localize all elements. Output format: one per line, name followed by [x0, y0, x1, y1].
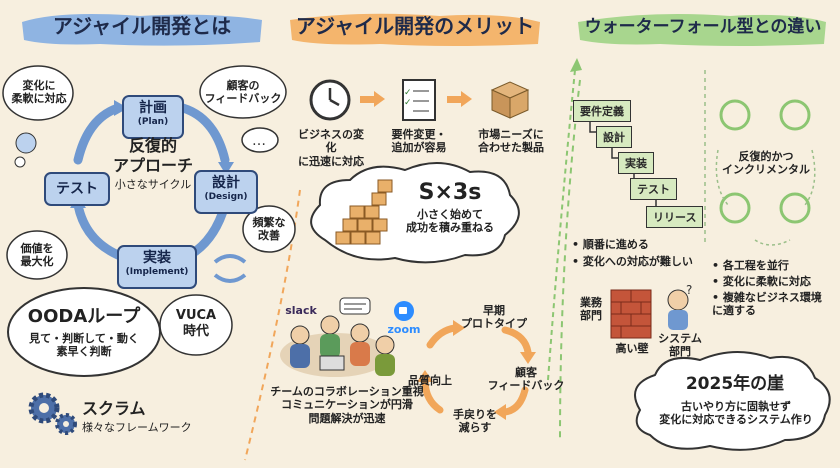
header-waterfall: ウォーターフォール型との違い — [584, 16, 822, 37]
scrum-title: スクラム — [82, 399, 146, 418]
wall-label: 高い壁 — [615, 342, 649, 355]
step-design-label: 設計 — [212, 175, 240, 191]
clock-icon — [309, 79, 351, 121]
wf-point-2-text: 変化への対応が難しい — [582, 255, 693, 268]
wf-point-1: • 順番に進める — [572, 238, 649, 251]
ooda-title: OODAループ — [27, 306, 141, 327]
step-implement-label: 実装 — [143, 250, 171, 266]
checklist-icon: ✓✓ — [402, 79, 436, 121]
brick-wall — [610, 289, 652, 339]
scrum-desc: 様々なフレームワーク — [82, 421, 192, 434]
bubble-vuca: VUCA 時代 — [175, 308, 217, 339]
svg-text:✓: ✓ — [404, 98, 412, 108]
box-icon — [490, 81, 530, 119]
green-cycles — [719, 99, 811, 224]
bubble-feedback: 顧客の フィードバック — [204, 79, 282, 106]
agile-desc: 反復的かつ インクリメンタル — [722, 150, 810, 177]
zoom-logo: zoom — [387, 323, 421, 336]
merit-item-change: 要件変更・ 追加が容易 — [391, 128, 447, 155]
ooda-desc: 見て・判断して・動く 素早く判断 — [29, 332, 139, 359]
agile-point-1-text: 各工程を並行 — [722, 259, 789, 272]
wf-point-2: • 変化への対応が難しい — [572, 255, 693, 268]
wf-step-release: リリース — [646, 206, 704, 228]
step-design: 設計 (Design) — [194, 170, 258, 214]
agile-point-2: • 変化に柔軟に対応 — [712, 275, 811, 288]
svg-text:?: ? — [686, 283, 692, 297]
merit-item-market: 市場ニーズに 合わせた製品 — [478, 128, 544, 155]
step-plan-label: 計画 — [139, 100, 167, 116]
svg-text:✓: ✓ — [404, 88, 412, 98]
s3s-desc: 小さく始めて 成功を積み重ねる — [406, 208, 494, 235]
wf-step-implement: 実装 — [618, 152, 654, 174]
wf-point-1-text: 順番に進める — [582, 238, 649, 251]
agile-point-3: • 複雑なビジネス環境 に適する — [712, 291, 822, 318]
merit-item-speed: ビジネスの変化 に迅速に対応 — [298, 128, 364, 168]
gears-icon — [28, 392, 77, 435]
bubble-change: 変化に 柔軟に対応 — [11, 79, 67, 106]
loop-quality: 品質向上 — [408, 374, 452, 387]
cliff-cloud — [634, 350, 831, 451]
cycle-center-subtitle: 小さなサイクル — [114, 178, 192, 191]
loop-feedback: 顧客 フィードバック — [487, 366, 565, 393]
team-illustration — [280, 297, 414, 377]
loop-rework: 手戻りを 減らす — [453, 408, 497, 435]
agile-point-3-text: 複雑なビジネス環境 に適する — [712, 291, 822, 318]
step-implement-en: (Implement) — [125, 267, 189, 277]
team-desc: チームのコラボレーション重視 コミュニケーションが円滑 問題解決が迅速 — [270, 385, 424, 425]
step-test-label: テスト — [56, 181, 98, 197]
slack-logo: slack — [285, 304, 317, 317]
wf-step-design: 設計 — [596, 126, 632, 148]
step-design-en: (Design) — [204, 192, 248, 202]
cliff-title: 2025年の崖 — [685, 374, 785, 394]
blocks-icon — [335, 179, 393, 245]
loop-arrows — [421, 324, 532, 416]
svg-text:…: … — [252, 133, 266, 149]
step-implement: 実装 (Implement) — [117, 245, 197, 289]
step-test: テスト — [44, 172, 110, 206]
bubble-value: 価値を 最大化 — [20, 242, 54, 269]
loop-prototype: 早期 プロトタイプ — [461, 304, 527, 331]
step-plan: 計画 (Plan) — [122, 95, 184, 139]
header-agile: アジャイル開発とは — [52, 13, 232, 38]
divider-right — [559, 79, 581, 441]
bubble-improve: 頻繁な 改善 — [252, 216, 286, 243]
cliff-desc: 古いやり方に固執せず 変化に対応できるシステム作り — [659, 400, 813, 427]
header-merit: アジャイル開発のメリット — [295, 13, 535, 38]
wf-step-test: テスト — [630, 178, 677, 200]
agile-point-1: • 各工程を並行 — [712, 259, 789, 272]
divider-left — [244, 189, 301, 461]
wf-step-requirements: 要件定義 — [573, 100, 631, 122]
agile-point-2-text: 変化に柔軟に対応 — [722, 275, 811, 288]
cycle-center-title: 反復的 アプローチ — [112, 136, 193, 175]
header-brush-orange — [290, 13, 540, 46]
s3s-title: S×3s — [418, 180, 482, 205]
step-plan-en: (Plan) — [137, 117, 169, 127]
wall-left-label: 業務 部門 — [580, 296, 602, 323]
header-brush-green — [578, 14, 826, 46]
wall-right-label: システム 部門 — [658, 332, 702, 359]
header-brush-blue — [22, 14, 262, 46]
person-icon: ? — [667, 283, 692, 330]
